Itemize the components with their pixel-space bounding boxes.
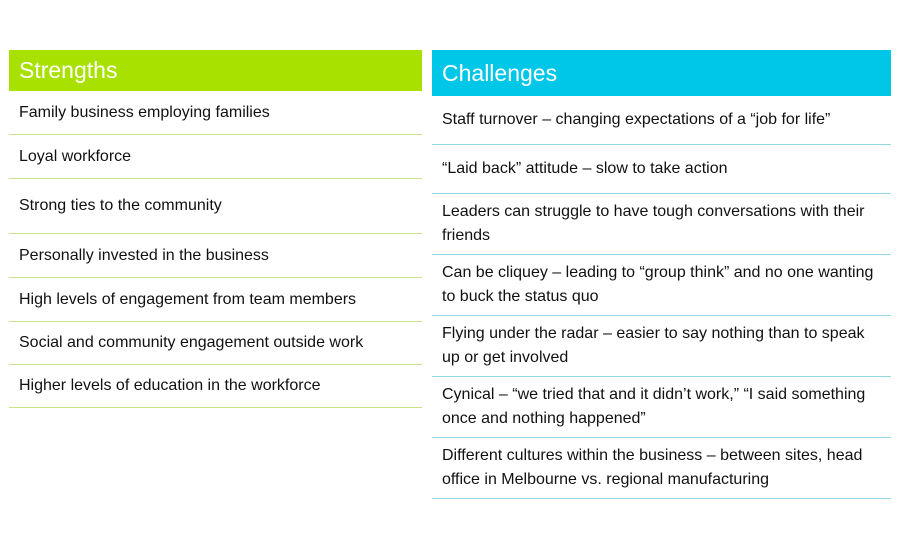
challenge-item: Staff turnover – changing expectations o… [432,96,891,145]
strengths-panel: Strengths Family business employing fami… [9,50,422,408]
strength-item: Higher levels of education in the workfo… [9,365,422,408]
challenge-item: Leaders can struggle to have tough conve… [432,194,891,255]
challenge-item: Can be cliquey – leading to “group think… [432,255,891,316]
strength-item: Strong ties to the community [9,179,422,234]
challenge-item: Flying under the radar – easier to say n… [432,316,891,377]
challenge-item: Cynical – “we tried that and it didn’t w… [432,377,891,438]
strengths-list: Family business employing families Loyal… [9,91,422,408]
strength-item: Social and community engagement outside … [9,322,422,365]
challenges-panel: Challenges Staff turnover – changing exp… [432,50,891,499]
challenges-header: Challenges [432,50,891,96]
strengths-header: Strengths [9,50,422,91]
challenge-item: Different cultures within the business –… [432,438,891,499]
strength-item: Family business employing families [9,91,422,135]
strength-item: Personally invested in the business [9,234,422,278]
challenges-list: Staff turnover – changing expectations o… [432,96,891,499]
challenge-item: “Laid back” attitude – slow to take acti… [432,145,891,194]
strength-item: Loyal workforce [9,135,422,179]
strength-item: High levels of engagement from team memb… [9,278,422,322]
